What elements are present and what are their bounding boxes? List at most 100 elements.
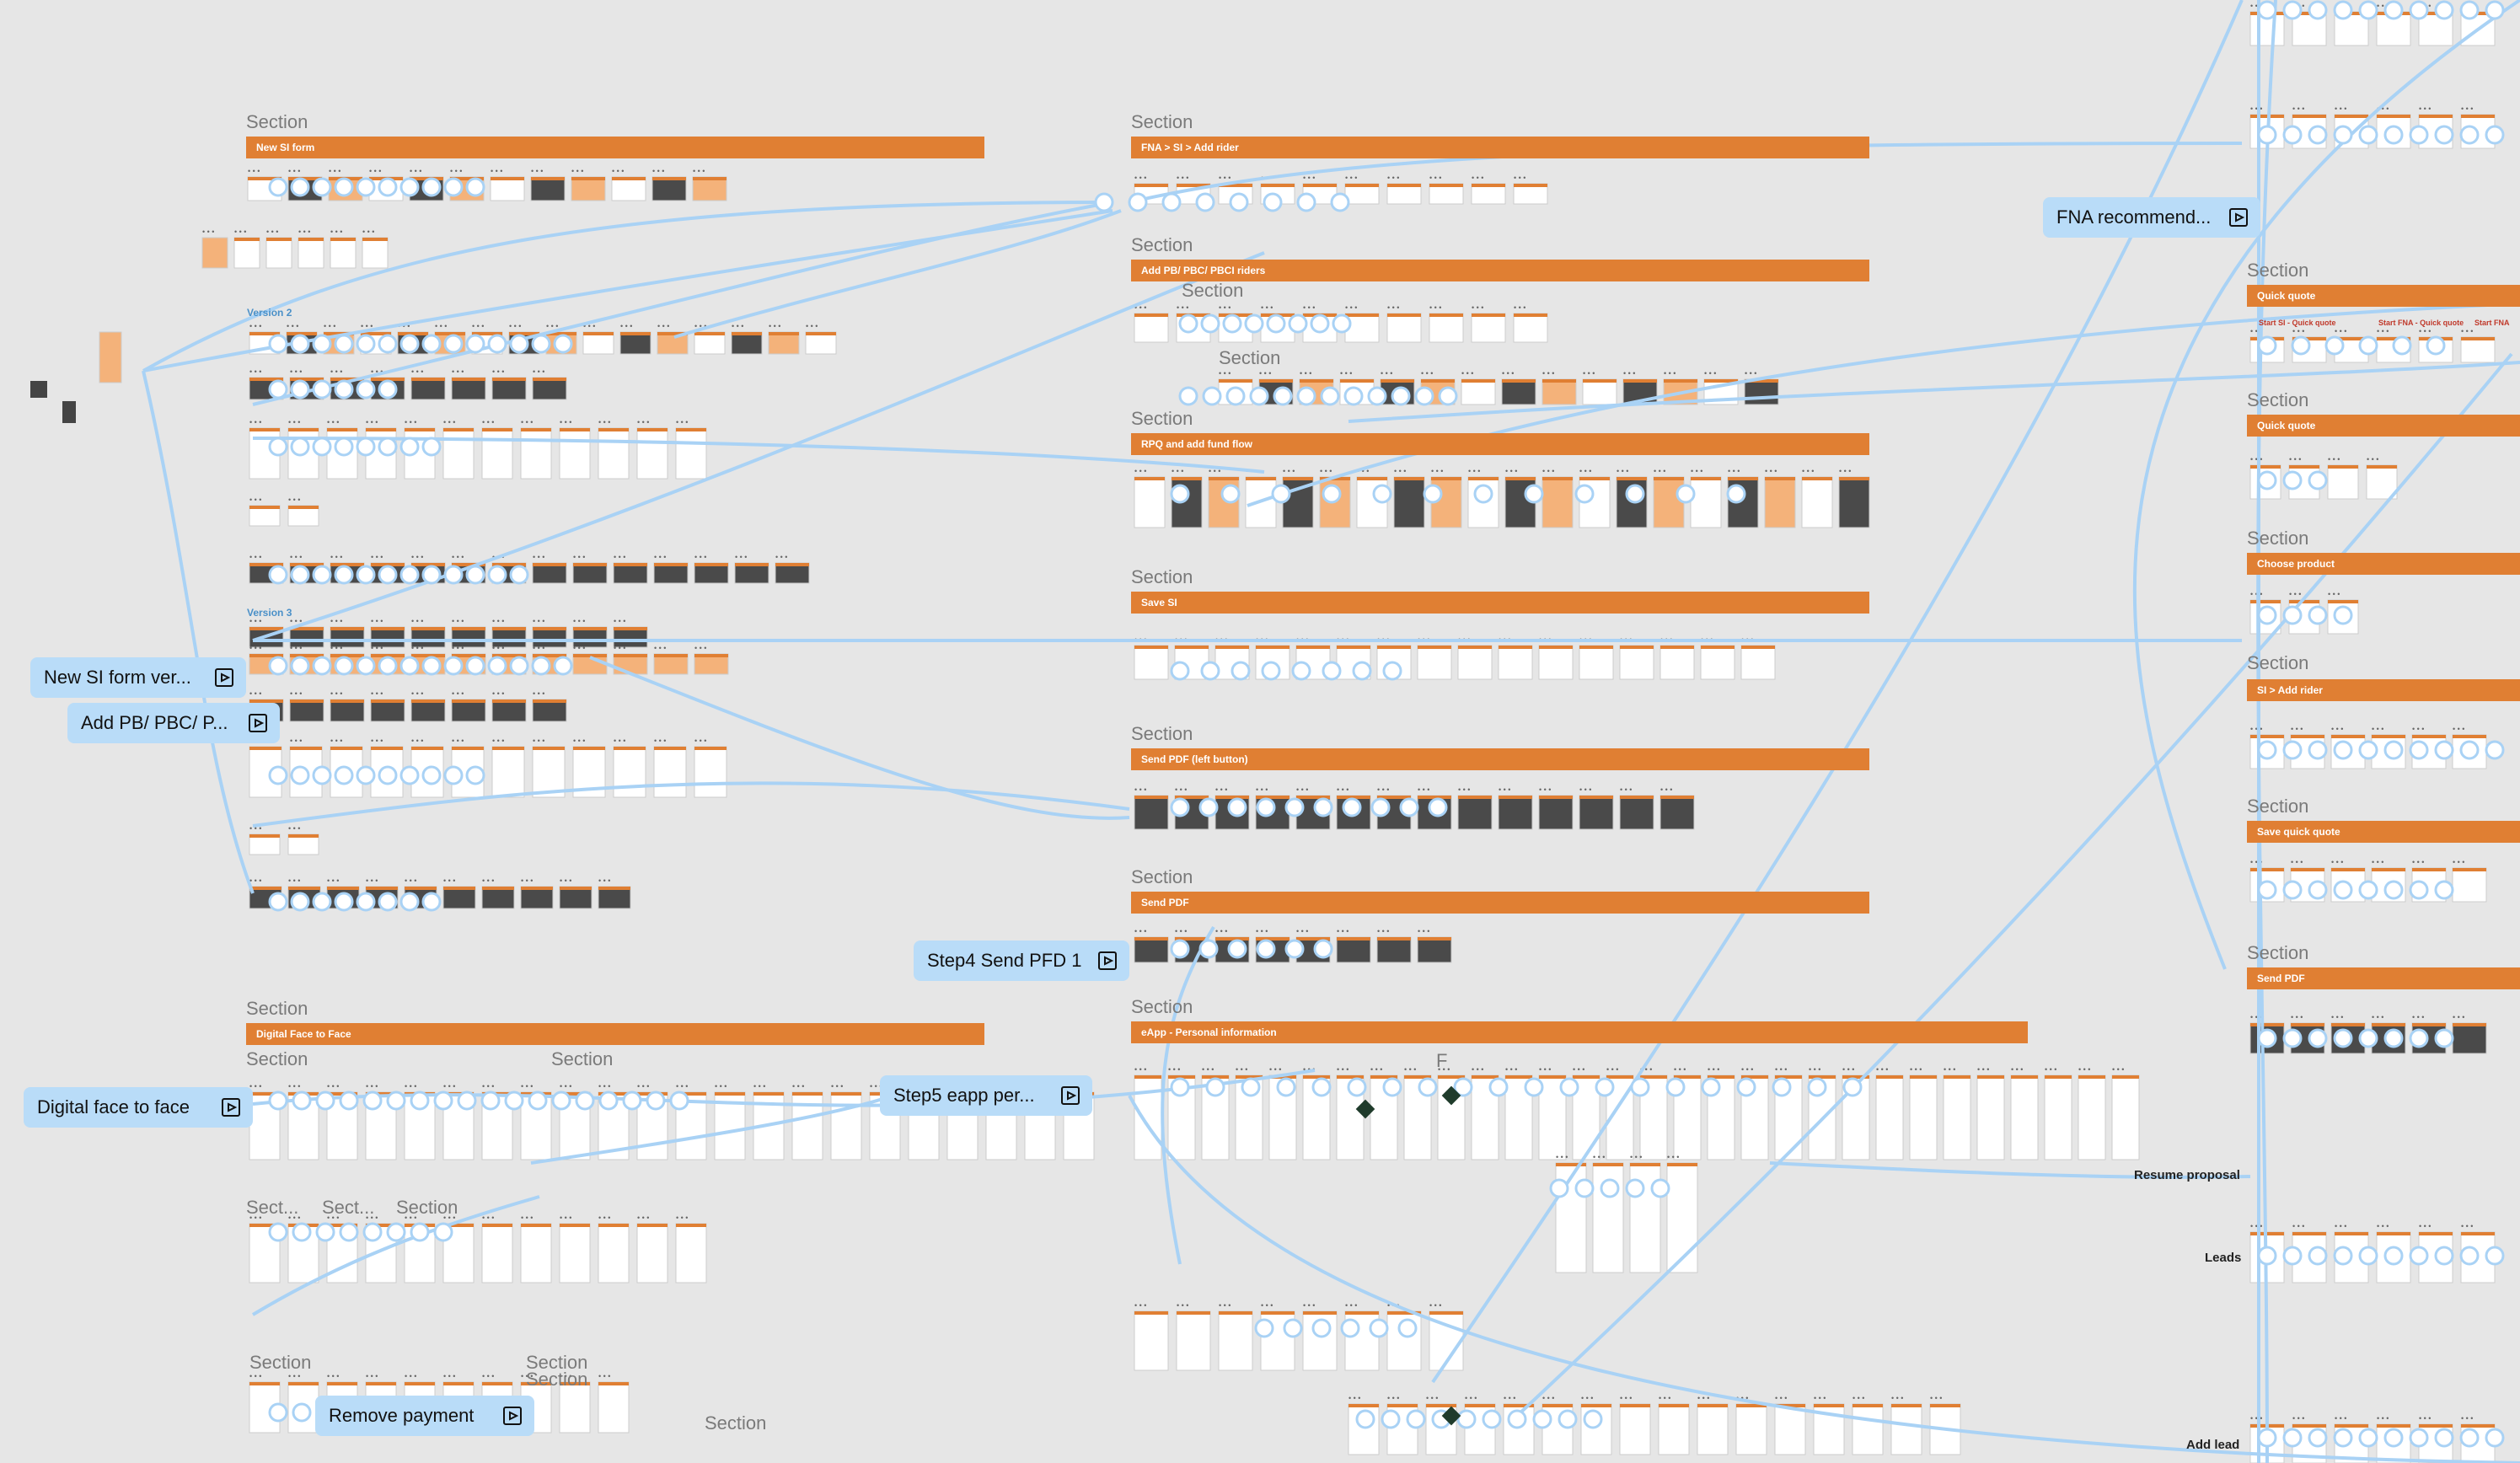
connector-node	[1291, 661, 1311, 681]
frame-dots: • • •	[443, 1372, 455, 1380]
screen-thumbnail-header	[1775, 1404, 1805, 1407]
screen-thumbnail-header	[1802, 477, 1832, 480]
connector-node	[290, 656, 310, 676]
connector-node	[1473, 484, 1493, 504]
section-banner-add-pb-riders[interactable]: Add PB/ PBC/ PBCI riders	[1131, 260, 1869, 281]
frame-dots: • • •	[1134, 303, 1146, 312]
screen-thumbnail	[1417, 645, 1452, 680]
frame-dots: • • •	[2377, 2, 2389, 10]
section-banner-quick-quote-2[interactable]: Quick quote	[2247, 415, 2520, 437]
frame-dots: • • •	[2377, 1414, 2389, 1423]
screen-thumbnail	[1619, 795, 1654, 830]
screen-thumbnail-header	[2372, 868, 2405, 871]
screen-thumbnail-header	[249, 1382, 280, 1385]
screen-thumbnail-header	[2335, 1232, 2368, 1235]
section-banner-new-si-form[interactable]: New SI form	[246, 137, 984, 158]
section-banner-save-si[interactable]: Save SI	[1131, 592, 1869, 614]
screen-thumbnail-header	[2377, 1232, 2410, 1235]
connector-node	[356, 379, 376, 399]
frame-dots: • • •	[482, 418, 494, 426]
screen-thumbnail-header	[598, 887, 630, 890]
screen-thumbnail-header	[411, 627, 445, 630]
section-banner-si-add-rider[interactable]: SI > Add rider	[2247, 679, 2520, 701]
connector-node	[1625, 484, 1645, 504]
frame-dots: • • •	[676, 1214, 688, 1222]
screen-thumbnail-header	[443, 428, 474, 431]
flow-chip-digital-face-to-face[interactable]: Digital face to face	[24, 1087, 253, 1128]
play-flow-icon[interactable]	[248, 713, 268, 733]
section-banner-eapp-personal-info[interactable]: eApp - Personal information	[1131, 1021, 2028, 1043]
screen-thumbnail	[694, 746, 727, 798]
section-banner-choose-product[interactable]: Choose product	[2247, 553, 2520, 575]
connector-node	[531, 334, 551, 354]
screen-thumbnail-header	[1175, 937, 1209, 940]
screen-thumbnail	[1890, 1403, 1922, 1455]
flow-chip-new-si-form[interactable]: New SI form ver...	[30, 657, 246, 698]
connector-node	[504, 1091, 524, 1111]
frame-dots: • • •	[1852, 1394, 1864, 1402]
section-banner-quick-quote[interactable]: Quick quote	[2247, 285, 2520, 307]
frame-dots: • • •	[1134, 174, 1146, 182]
screen-thumbnail-header	[443, 887, 475, 890]
play-flow-icon[interactable]	[221, 1097, 241, 1117]
section-banner-save-quick-quote[interactable]: Save quick quote	[2247, 821, 2520, 843]
connector-node	[421, 765, 442, 785]
frame-dots: • • •	[694, 644, 706, 652]
frame-dots: • • •	[1583, 369, 1595, 378]
screen-thumbnail-header	[2461, 1424, 2495, 1428]
frame-dots: • • •	[831, 1082, 843, 1091]
decision-diamond-icon	[1355, 1099, 1375, 1119]
connector-node	[1094, 192, 1114, 212]
section-banner-send-pdf-left[interactable]: Send PDF (left button)	[1131, 748, 1869, 770]
flow-chip-step4-send-pfd[interactable]: Step4 Send PFD 1	[914, 940, 1129, 981]
frame-dots: • • •	[2289, 455, 2301, 464]
frame-dots: • • •	[371, 553, 383, 561]
section-label: Section	[2247, 796, 2309, 817]
screen-thumbnail-header	[1465, 1404, 1495, 1407]
connector-node	[1170, 484, 1190, 504]
play-flow-icon[interactable]	[2228, 207, 2249, 228]
screen-thumbnail-header	[2289, 465, 2319, 469]
flow-chip-remove-payment[interactable]: Remove payment	[315, 1396, 534, 1436]
play-flow-icon[interactable]	[1060, 1085, 1080, 1106]
frame-dots: • • •	[1465, 1394, 1477, 1402]
connector-node	[2409, 880, 2429, 900]
frame-dots: • • •	[652, 167, 664, 175]
frame-dots: • • •	[598, 1214, 610, 1222]
screen-thumbnail	[491, 699, 527, 722]
play-flow-icon[interactable]	[1097, 951, 1118, 971]
screen-thumbnail	[611, 176, 646, 201]
screen-thumbnail-header	[533, 563, 566, 566]
screen-thumbnail-header	[366, 1224, 396, 1227]
screen-thumbnail-header	[775, 563, 809, 566]
screen-thumbnail	[1471, 313, 1506, 343]
prototype-connector	[1161, 925, 1215, 1265]
section-banner-send-pdf[interactable]: Send PDF	[1131, 892, 1869, 914]
connector-node	[433, 1091, 453, 1111]
screen-thumbnail-header	[410, 177, 443, 180]
frame-dots: • • •	[571, 167, 583, 175]
frame-dots: • • •	[482, 1372, 494, 1380]
screen-thumbnail-header	[1579, 646, 1613, 649]
frame-dots: • • •	[1708, 1065, 1719, 1074]
play-flow-icon[interactable]	[214, 667, 234, 688]
connector-node	[399, 765, 420, 785]
section-banner-send-pdf-right[interactable]: Send PDF	[2247, 967, 2520, 989]
screen-thumbnail-header	[2331, 1023, 2365, 1026]
flow-chip-step5-eapp[interactable]: Step5 eapp per...	[880, 1075, 1092, 1116]
frame-dots: • • •	[405, 1372, 416, 1380]
flow-chip-fna-recommended[interactable]: FNA recommend...	[2043, 197, 2260, 238]
section-banner-digital-face-to-face[interactable]: Digital Face to Face	[246, 1023, 984, 1045]
play-flow-icon[interactable]	[502, 1406, 523, 1426]
screen-thumbnail-header	[1736, 1404, 1767, 1407]
screen-thumbnail	[1176, 1310, 1211, 1371]
section-banner-rpq-fund-flow[interactable]: RPQ and add fund flow	[1131, 433, 1869, 455]
frame-dots: • • •	[290, 644, 302, 652]
screen-thumbnail	[2078, 1074, 2106, 1160]
flow-chip-add-pb-pbc[interactable]: Add PB/ PBC/ P...	[67, 703, 280, 743]
screen-thumbnail-header	[288, 177, 322, 180]
connector-node	[2485, 125, 2505, 145]
section-banner-fna-si-add-rider[interactable]: FNA > SI > Add rider	[1131, 137, 1869, 158]
screen-thumbnail	[598, 886, 631, 909]
